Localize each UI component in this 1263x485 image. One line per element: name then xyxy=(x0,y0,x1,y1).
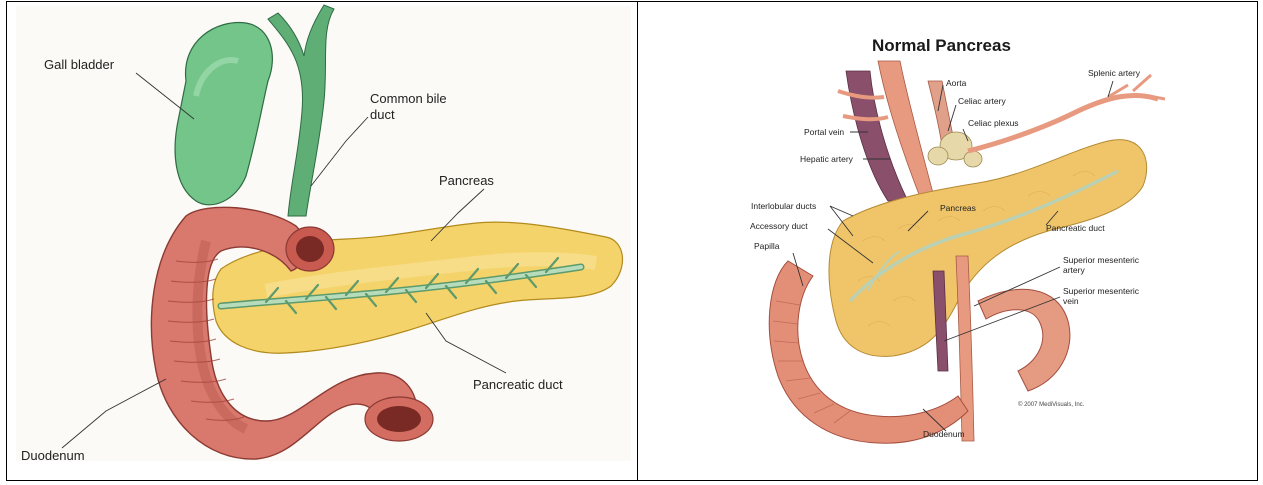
label-superior-mesenteric-vein-line1: Superior mesenteric xyxy=(1063,286,1140,296)
label-superior-mesenteric-artery-line1: Superior mesenteric xyxy=(1063,255,1140,265)
label-duodenum-right: Duodenum xyxy=(923,429,965,439)
jejunum-shape xyxy=(978,289,1070,391)
label-portal-vein: Portal vein xyxy=(804,127,844,137)
label-papilla: Papilla xyxy=(754,241,780,251)
label-pancreatic-duct: Pancreatic duct xyxy=(473,377,563,392)
left-anatomy-illustration: Gall bladder Common bile duct Pancreas P… xyxy=(6,1,637,481)
label-common-bile-duct-line2: duct xyxy=(370,107,395,122)
label-pancreatic-duct-right: Pancreatic duct xyxy=(1046,223,1105,233)
left-diagram-panel: Gall bladder Common bile duct Pancreas P… xyxy=(6,1,637,481)
diagram-title: Normal Pancreas xyxy=(872,36,1011,55)
duodenum-cut-end-bottom-lumen xyxy=(377,406,421,432)
copyright-notice: © 2007 MediVisuals, Inc. xyxy=(1018,401,1085,408)
label-superior-mesenteric-artery-line2: artery xyxy=(1063,265,1085,275)
label-accessory-duct: Accessory duct xyxy=(750,221,808,231)
duodenum-cut-end-top-lumen xyxy=(296,236,324,262)
label-pancreas: Pancreas xyxy=(439,173,494,188)
label-splenic-artery: Splenic artery xyxy=(1088,68,1141,78)
label-hepatic-artery: Hepatic artery xyxy=(800,154,854,164)
label-celiac-plexus: Celiac plexus xyxy=(968,118,1019,128)
comparison-table: Gall bladder Common bile duct Pancreas P… xyxy=(6,1,1258,481)
label-celiac-artery: Celiac artery xyxy=(958,96,1006,106)
label-duodenum: Duodenum xyxy=(21,448,85,463)
label-aorta: Aorta xyxy=(946,78,967,88)
right-anatomy-illustration: Normal Pancreas xyxy=(638,1,1258,481)
label-superior-mesenteric-vein-line2: vein xyxy=(1063,296,1079,306)
label-pancreas-right: Pancreas xyxy=(940,203,976,213)
right-diagram-panel: Normal Pancreas xyxy=(638,1,1258,481)
label-interlobular-ducts: Interlobular ducts xyxy=(751,201,816,211)
label-common-bile-duct-line1: Common bile xyxy=(370,91,447,106)
label-gall-bladder: Gall bladder xyxy=(44,57,115,72)
